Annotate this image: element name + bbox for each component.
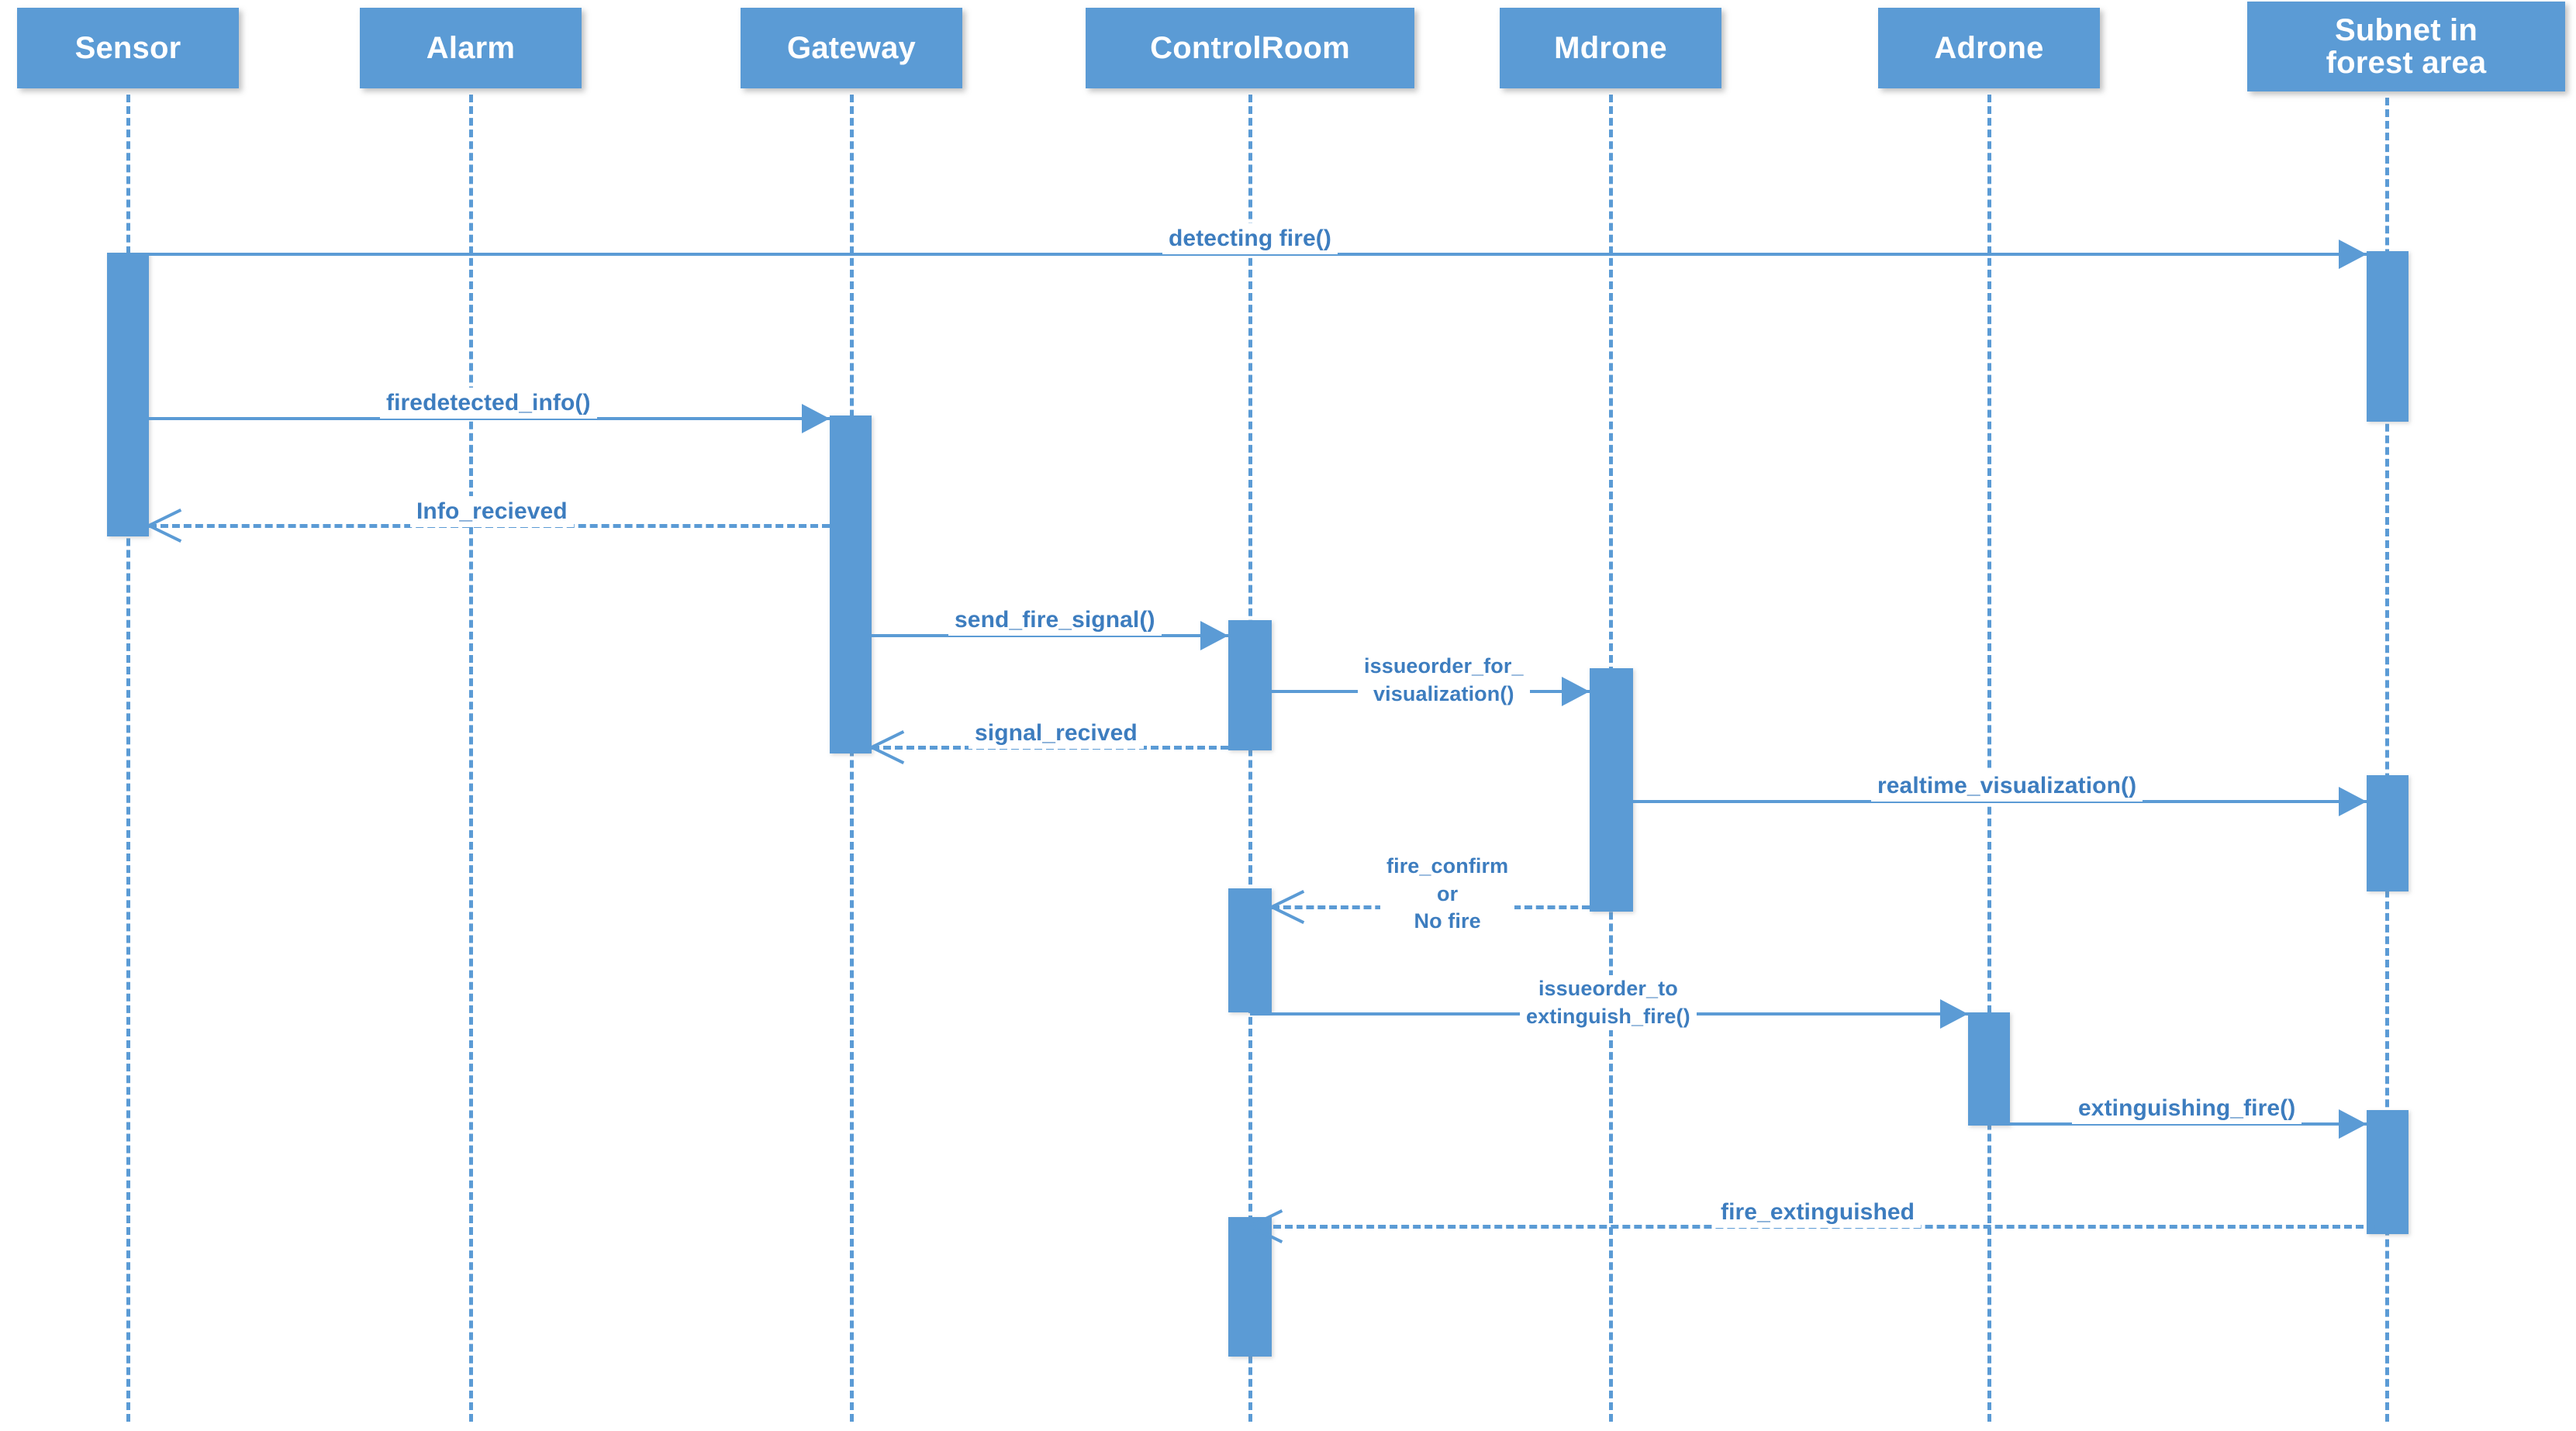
lifeline-alarm	[469, 95, 473, 1422]
arrowhead-solid-m10	[2339, 1109, 2367, 1139]
message-line-m10[interactable]	[2010, 1122, 2367, 1126]
lifeline-label-adrone: Adrone	[1934, 30, 2044, 65]
arrowhead-open-m8	[1271, 887, 1306, 924]
lifeline-gateway	[850, 95, 854, 1422]
arrowhead-solid-m9	[1940, 999, 1968, 1029]
activation-bar-subnet[interactable]	[2367, 251, 2409, 422]
message-label-m8: fire_confirm or No fire	[1380, 853, 1515, 936]
arrowhead-barb-upper	[1271, 890, 1305, 909]
arrowhead-open-m6	[871, 727, 906, 764]
message-label-m5: issueorder_for_ visualization()	[1358, 653, 1530, 709]
message-label-m10: extinguishing_fire()	[2072, 1093, 2302, 1124]
activation-bar-controlroom[interactable]	[1228, 888, 1272, 1012]
message-label-m6: signal_recived	[969, 718, 1144, 749]
lifeline-adrone	[1987, 95, 1991, 1422]
activation-bar-controlroom[interactable]	[1228, 620, 1272, 750]
arrowhead-open-m11	[1249, 1206, 1284, 1243]
message-label-m2: firedetected_info()	[380, 388, 597, 419]
message-line-m4[interactable]	[872, 634, 1228, 637]
lifeline-label-alarm: Alarm	[426, 30, 516, 65]
lifeline-header-adrone[interactable]: Adrone	[1878, 8, 2100, 88]
arrowhead-barb-lower	[871, 746, 905, 764]
arrowhead-solid-m7	[2339, 787, 2367, 816]
lifeline-label-controlroom: ControlRoom	[1150, 30, 1350, 65]
lifeline-header-alarm[interactable]: Alarm	[360, 8, 582, 88]
lifeline-controlroom	[1248, 95, 1252, 1422]
message-line-m1[interactable]	[128, 253, 2367, 256]
activation-bar-subnet[interactable]	[2367, 775, 2409, 891]
activation-bar-gateway[interactable]	[830, 416, 872, 753]
lifeline-header-controlroom[interactable]: ControlRoom	[1086, 8, 1414, 88]
arrowhead-solid-m2	[802, 404, 830, 433]
message-label-m4: send_fire_signal()	[948, 605, 1162, 636]
lifeline-sensor	[126, 95, 130, 1422]
lifeline-header-sensor[interactable]: Sensor	[17, 8, 239, 88]
lifeline-label-sensor: Sensor	[74, 30, 181, 65]
message-label-m11: fire_extinguished	[1714, 1197, 1922, 1228]
message-line-m2[interactable]	[149, 417, 830, 420]
lifeline-subnet	[2385, 98, 2389, 1422]
activation-bar-controlroom[interactable]	[1228, 1217, 1272, 1357]
lifeline-header-mdrone[interactable]: Mdrone	[1500, 8, 1721, 88]
arrowhead-open-m3	[148, 505, 183, 543]
message-label-m1: detecting fire()	[1162, 223, 1338, 254]
message-label-m3: Info_recieved	[410, 496, 574, 527]
message-label-m7: realtime_visualization()	[1871, 771, 2143, 802]
arrowhead-barb-upper	[1249, 1209, 1283, 1228]
arrowhead-solid-m5	[1562, 677, 1590, 706]
lifeline-label-gateway: Gateway	[787, 30, 916, 65]
activation-bar-mdrone[interactable]	[1590, 668, 1633, 912]
arrowhead-solid-m1	[2339, 240, 2367, 269]
arrowhead-barb-lower	[1271, 905, 1305, 924]
activation-bar-subnet[interactable]	[2367, 1110, 2409, 1234]
arrowhead-solid-m4	[1200, 621, 1228, 650]
activation-bar-adrone[interactable]	[1968, 1012, 2010, 1126]
lifeline-label-mdrone: Mdrone	[1554, 30, 1667, 65]
arrowhead-barb-upper	[871, 730, 905, 749]
lifeline-header-subnet[interactable]: Subnet in forest area	[2247, 2, 2565, 91]
arrowhead-barb-upper	[148, 509, 182, 527]
message-label-m9: issueorder_to extinguish_fire()	[1520, 975, 1697, 1031]
message-line-m7[interactable]	[1633, 800, 2367, 803]
arrowhead-barb-lower	[1249, 1225, 1283, 1243]
arrowhead-barb-lower	[148, 524, 182, 543]
activation-bar-sensor[interactable]	[107, 253, 149, 536]
lifeline-header-gateway[interactable]: Gateway	[741, 8, 962, 88]
lifeline-label-subnet: Subnet in forest area	[2326, 12, 2487, 80]
